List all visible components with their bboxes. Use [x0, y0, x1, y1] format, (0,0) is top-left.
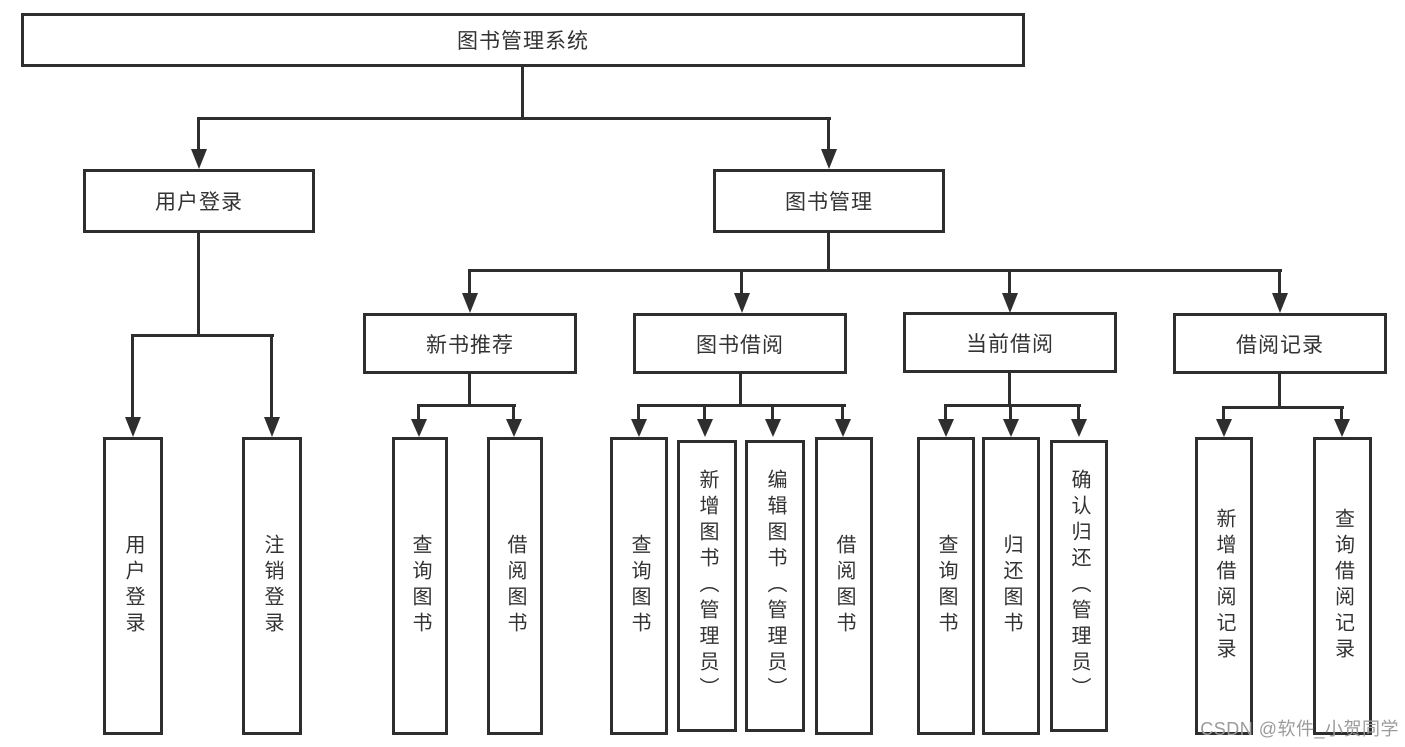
connector-line — [1222, 406, 1344, 409]
connector-line — [637, 404, 846, 407]
arrowhead-icon — [938, 419, 954, 437]
arrowhead-icon — [264, 417, 280, 437]
leaf-query-books-borrow-label: 查询图书 — [628, 534, 650, 638]
connector-line — [827, 233, 830, 272]
leaf-add-borrow-record: 新增借阅记录 — [1195, 437, 1253, 735]
arrowhead-icon — [734, 293, 750, 313]
leaf-borrow-books-recommend: 借阅图书 — [487, 437, 543, 735]
leaf-query-borrow-record: 查询借阅记录 — [1313, 437, 1372, 735]
leaf-logout-login-label: 注销登录 — [261, 534, 283, 638]
arrowhead-icon — [1272, 293, 1288, 313]
leaf-add-books-admin-label: 新增图书（管理员） — [696, 469, 718, 703]
connector-line — [468, 269, 471, 295]
node-book-borrow-label: 图书借阅 — [696, 333, 784, 357]
connector-line — [944, 404, 1081, 407]
node-borrow-records: 借阅记录 — [1173, 313, 1387, 374]
connector-line — [944, 404, 947, 419]
leaf-confirm-return-admin: 确认归还（管理员） — [1050, 440, 1108, 732]
connector-line — [1008, 269, 1011, 295]
leaf-return-books: 归还图书 — [982, 437, 1040, 735]
node-new-book-recommend: 新书推荐 — [363, 313, 577, 374]
connector-line — [512, 404, 515, 419]
arrowhead-icon — [506, 419, 522, 437]
connector-line — [197, 117, 200, 151]
arrowhead-icon — [411, 419, 427, 437]
leaf-edit-books-admin-label: 编辑图书（管理员） — [764, 469, 786, 703]
leaf-borrow-books-recommend-label: 借阅图书 — [504, 534, 526, 638]
connector-line — [1340, 406, 1343, 419]
leaf-query-books-borrow: 查询图书 — [610, 437, 668, 735]
leaf-query-books-current: 查询图书 — [917, 437, 975, 735]
leaf-user-login: 用户登录 — [103, 437, 163, 735]
connector-line — [637, 404, 640, 419]
connector-line — [827, 117, 830, 151]
connector-line — [417, 404, 516, 407]
connector-line — [739, 374, 742, 406]
connector-line — [771, 404, 774, 419]
leaf-query-books-current-label: 查询图书 — [935, 534, 957, 638]
node-new-book-recommend-label: 新书推荐 — [426, 333, 514, 357]
arrowhead-icon — [1003, 419, 1019, 437]
node-root: 图书管理系统 — [21, 13, 1025, 67]
connector-line — [270, 334, 273, 418]
connector-line — [1222, 406, 1225, 419]
leaf-add-borrow-record-label: 新增借阅记录 — [1213, 508, 1235, 664]
node-book-borrow: 图书借阅 — [633, 313, 847, 374]
leaf-add-books-admin: 新增图书（管理员） — [677, 440, 737, 732]
arrowhead-icon — [1216, 419, 1232, 437]
connector-line — [417, 404, 420, 419]
arrowhead-icon — [1002, 293, 1018, 313]
arrowhead-icon — [765, 419, 781, 437]
leaf-confirm-return-admin-label: 确认归还（管理员） — [1068, 469, 1090, 703]
node-user-login: 用户登录 — [83, 169, 315, 233]
arrowhead-icon — [1071, 419, 1087, 437]
leaf-edit-books-admin: 编辑图书（管理员） — [745, 440, 805, 732]
arrowhead-icon — [631, 419, 647, 437]
node-current-borrow: 当前借阅 — [903, 312, 1117, 373]
connector-line — [468, 269, 1282, 272]
leaf-query-borrow-record-label: 查询借阅记录 — [1331, 508, 1354, 664]
connector-line — [468, 374, 471, 406]
node-user-login-label: 用户登录 — [155, 191, 243, 214]
arrowhead-icon — [821, 149, 837, 169]
csdn-watermark: CSDN @软件_小贺同学 — [1200, 719, 1399, 739]
connector-line — [1009, 404, 1012, 419]
connector-line — [131, 334, 134, 418]
connector-line — [740, 269, 743, 295]
arrowhead-icon — [191, 149, 207, 169]
node-root-label: 图书管理系统 — [457, 30, 589, 53]
leaf-borrow-books: 借阅图书 — [815, 437, 873, 735]
node-borrow-records-label: 借阅记录 — [1236, 333, 1324, 357]
arrowhead-icon — [697, 419, 713, 437]
node-current-borrow-label: 当前借阅 — [966, 332, 1054, 356]
connector-line — [703, 404, 706, 419]
leaf-query-books-recommend: 查询图书 — [392, 437, 448, 735]
connector-line — [131, 334, 274, 337]
connector-line — [1278, 374, 1281, 408]
node-book-management-label: 图书管理 — [785, 191, 873, 214]
connector-line — [197, 233, 200, 336]
arrowhead-icon — [1334, 419, 1350, 437]
connector-line — [197, 117, 831, 120]
connector-line — [1008, 373, 1011, 406]
arrowhead-icon — [835, 419, 851, 437]
leaf-user-login-label: 用户登录 — [122, 534, 144, 638]
connector-line — [1077, 404, 1080, 419]
leaf-logout-login: 注销登录 — [242, 437, 302, 735]
leaf-return-books-label: 归还图书 — [1000, 534, 1022, 638]
connector-line — [841, 404, 844, 419]
connector-line — [521, 67, 524, 118]
node-book-management: 图书管理 — [713, 169, 945, 233]
connector-line — [1278, 269, 1281, 295]
leaf-borrow-books-label: 借阅图书 — [833, 534, 855, 638]
arrowhead-icon — [462, 293, 478, 313]
arrowhead-icon — [125, 417, 141, 437]
leaf-query-books-recommend-label: 查询图书 — [409, 534, 431, 638]
